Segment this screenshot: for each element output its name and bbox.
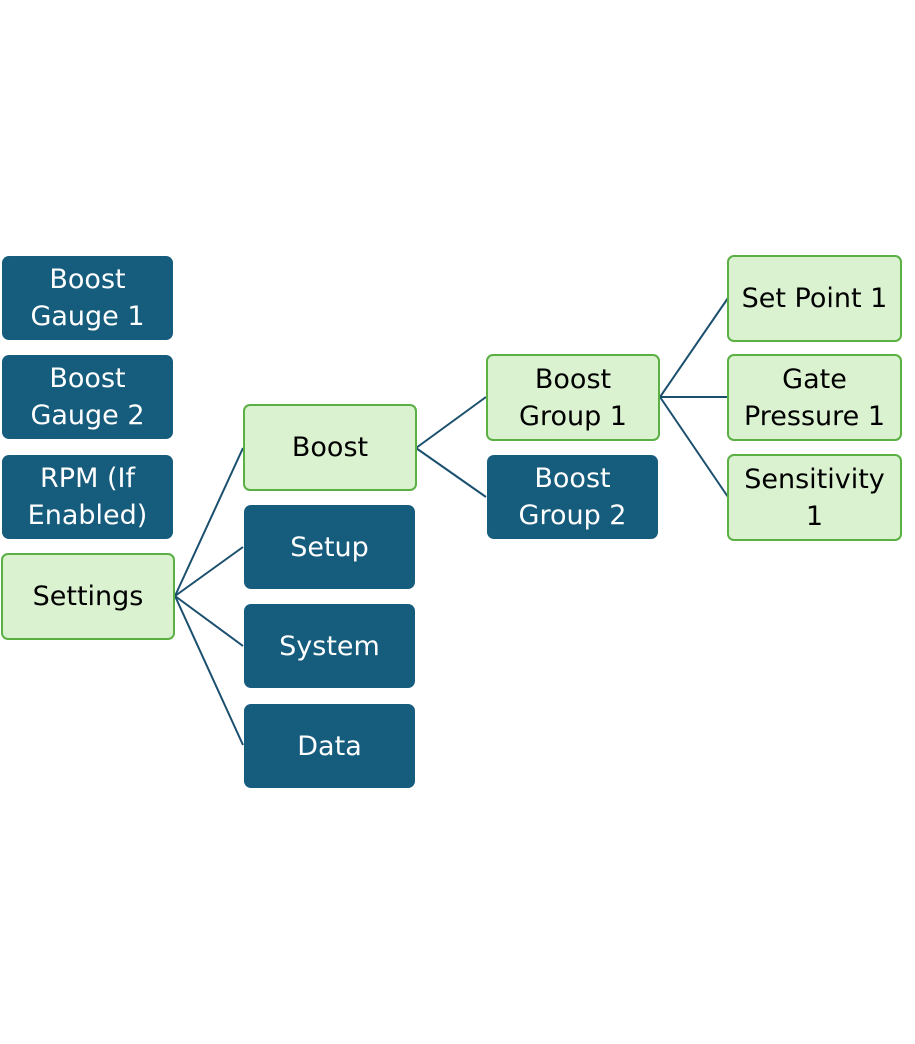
connector-boost-group-1 — [415, 396, 487, 449]
connector-settings-boost — [174, 447, 244, 597]
node-setup[interactable]: Setup — [244, 505, 415, 589]
node-settings[interactable]: Settings — [1, 553, 175, 640]
node-gate-pressure-1[interactable]: Gate Pressure 1 — [727, 354, 902, 441]
node-set-point-1[interactable]: Set Point 1 — [727, 255, 902, 342]
connector-settings-setup — [174, 546, 244, 597]
connector-group1-set-point — [659, 297, 729, 398]
node-boost-gauge-1[interactable]: Boost Gauge 1 — [2, 256, 173, 340]
node-boost-gauge-2[interactable]: Boost Gauge 2 — [2, 355, 173, 439]
node-boost[interactable]: Boost — [243, 404, 417, 491]
node-boost-group-1[interactable]: Boost Group 1 — [486, 354, 660, 441]
connector-settings-data — [174, 595, 244, 746]
connector-group1-sensitivity — [659, 396, 729, 498]
node-rpm[interactable]: RPM (If Enabled) — [2, 455, 173, 539]
node-boost-group-2[interactable]: Boost Group 2 — [487, 455, 658, 539]
connector-settings-system — [174, 595, 244, 647]
node-data[interactable]: Data — [244, 704, 415, 788]
node-sensitivity-1[interactable]: Sensitivity 1 — [727, 454, 902, 541]
node-system[interactable]: System — [244, 604, 415, 688]
connector-boost-group-2 — [415, 447, 487, 498]
